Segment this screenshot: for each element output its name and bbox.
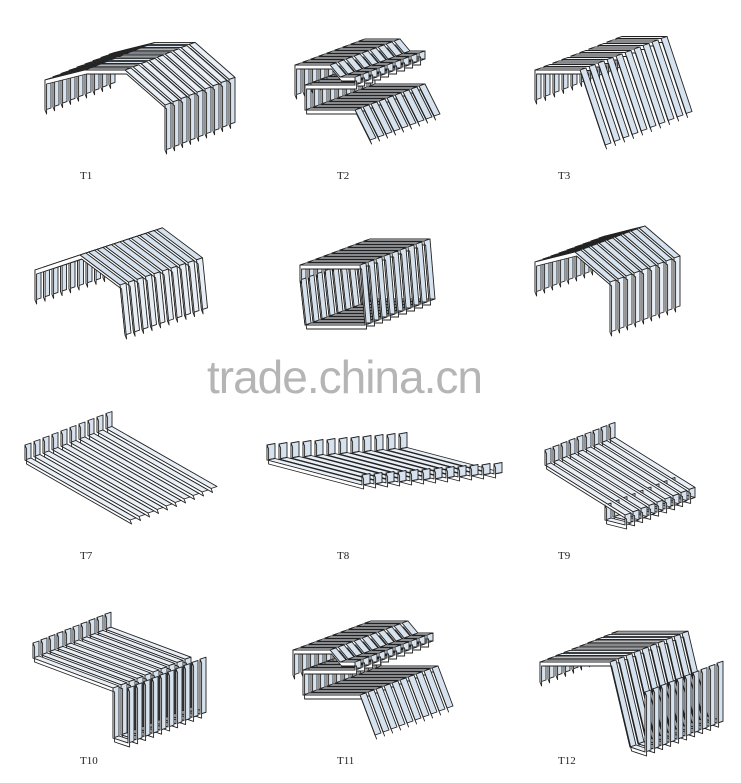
fold-edge [326,52,405,133]
bellows-t12-drawing [539,630,724,757]
fold-edge [87,420,196,500]
bellows-t11 [285,600,470,755]
fold-edge [350,43,429,124]
bellows-t2 [285,25,455,160]
fold-edge [60,430,169,511]
fold-edge [334,49,413,130]
label-t12: T12 [558,755,576,767]
bellows-t12 [530,612,724,770]
fold-edge [34,254,128,340]
fold-edge [266,444,365,490]
bellows-t8 [262,425,507,500]
fold-edge [33,441,142,521]
fold-edge [543,66,617,146]
fold-edge [96,416,205,497]
bellows-t7-drawing [24,411,218,525]
bellows-t1 [30,25,236,165]
label-t9: T9 [558,550,571,562]
fold-edge [105,413,214,493]
label-t3: T3 [558,170,571,182]
bellows-t3-drawing [534,36,693,150]
bellows-t9-drawing [544,421,696,530]
bellows-t1-drawing [44,41,236,155]
bellows-t10-drawing [32,611,207,748]
bellows-t11-drawing [292,620,454,740]
fold-edge [294,64,373,145]
watermark: trade.china.cn [207,351,483,403]
fold-edge [579,52,653,132]
fold-edge [597,45,671,125]
fold-edge [342,46,421,127]
fold-edge [534,251,613,337]
bellows-t5 [290,225,455,355]
bellows-t9 [540,405,700,540]
fold-edge [539,661,648,757]
bellows-t6-drawing [534,225,681,337]
bellows-t2-drawing [294,38,441,145]
fold-edge [534,69,608,150]
label-t2: T2 [337,170,350,182]
label-t10: T10 [80,755,98,767]
fold-edge [24,444,133,525]
fold-edge [310,58,389,139]
label-t8: T8 [337,550,350,562]
fold-edge [615,38,689,118]
fold-edge [318,55,397,136]
label-t11: T11 [337,755,355,767]
bellows-t5-drawing [299,238,436,330]
fold-edge [570,55,644,136]
fold-edge [32,642,131,748]
bellows-t4 [25,225,225,355]
fold-edge [44,69,168,155]
bellows-t10 [28,598,218,758]
watermark-glow [100,340,640,380]
label-t7: T7 [80,550,93,562]
bellows-t3 [525,25,695,160]
bellows-t8-drawing [266,432,503,490]
fold-edge [588,48,662,129]
fold-edge [69,427,178,507]
fold-edge [606,41,680,122]
fold-edge [51,434,160,514]
fold-edge [42,437,151,518]
fold-edge [78,423,187,504]
fold-edge [292,649,378,740]
label-t1: T1 [80,170,93,182]
fold-edge [561,59,635,139]
fold-edge [302,61,381,142]
fold-edge [358,40,437,121]
fold-edge [299,264,368,330]
fold-edge [544,449,628,530]
bellows-t6 [525,222,695,352]
bellows-t4-drawing [34,227,208,340]
fold-edge [552,62,626,143]
bellows-t7 [20,400,225,535]
